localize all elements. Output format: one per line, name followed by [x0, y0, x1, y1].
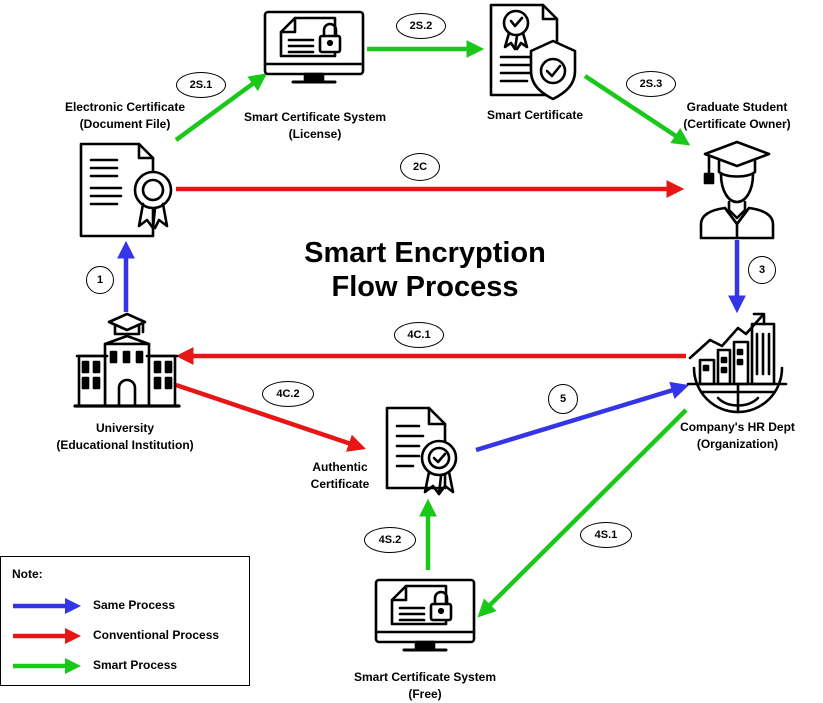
- step-badge-4c1: 4C.1: [394, 322, 444, 348]
- step-badge-3: 3: [748, 256, 776, 284]
- legend-box: Note: Same Process Conventional Process …: [0, 556, 250, 686]
- legend-item-conventional-process: Conventional Process: [11, 626, 247, 646]
- arrow-2s3-to-graduate-student: [583, 74, 691, 146]
- blue-arrow-icon: [13, 598, 81, 614]
- scs-free-label: Smart Certificate System (Free): [353, 670, 497, 701]
- diagram-title: Smart Encryption Flow Process: [260, 236, 590, 304]
- certificate-shield-icon: [489, 3, 577, 101]
- arrow-2s1-to-scs-license: [174, 73, 268, 142]
- company-city-chart-icon: [686, 312, 788, 414]
- monitor-lock-icon: [263, 10, 365, 84]
- red-arrow-icon: [13, 628, 81, 644]
- step-badge-2c: 2C: [400, 153, 440, 181]
- scs-license-label: Smart Certificate System (License): [243, 110, 387, 141]
- arrow-4s1-to-scs-free: [477, 408, 688, 618]
- arrow-5-to-company-hr: [475, 381, 690, 453]
- arrow-4c2-to-authentic-certificate: [175, 382, 366, 452]
- electronic-certificate-icon: [79, 142, 173, 238]
- legend-title: Note:: [12, 567, 43, 581]
- legend-label-same-process: Same Process: [93, 598, 176, 612]
- step-badge-1: 1: [86, 266, 114, 294]
- step-badge-5: 5: [548, 384, 578, 414]
- company-hr-label: Company's HR Dept (Organization): [680, 420, 795, 451]
- legend-label-conventional-process: Conventional Process: [93, 628, 220, 642]
- step-badge-4s1: 4S.1: [580, 522, 632, 548]
- graduate-student-icon: [699, 140, 775, 240]
- diagram-title-line1: Smart Encryption: [304, 237, 546, 269]
- step-badge-4c2: 4C.2: [262, 381, 314, 407]
- electronic-certificate-label: Electronic Certificate (Document File): [64, 100, 186, 131]
- legend-item-smart-process: Smart Process: [11, 656, 247, 676]
- step-badge-2s2: 2S.2: [396, 13, 446, 39]
- step-badge-2s1: 2S.1: [176, 72, 226, 98]
- monitor-lock-free-icon: [374, 578, 476, 652]
- university-label: University (Educational Institution): [56, 421, 194, 452]
- legend-item-same-process: Same Process: [11, 596, 247, 616]
- authentic-certificate-icon: [385, 406, 458, 496]
- step-badge-4s2: 4S.2: [364, 527, 416, 553]
- smart-certificate-label: Smart Certificate: [486, 108, 584, 122]
- authentic-certificate-label: Authentic Certificate: [310, 460, 370, 491]
- legend-label-smart-process: Smart Process: [93, 658, 178, 672]
- graduate-student-label: Graduate Student (Certificate Owner): [683, 100, 791, 131]
- university-building-icon: [73, 312, 181, 408]
- step-badge-2s3: 2S.3: [626, 71, 676, 97]
- diagram-title-line2: Flow Process: [331, 271, 519, 303]
- green-arrow-icon: [13, 658, 81, 674]
